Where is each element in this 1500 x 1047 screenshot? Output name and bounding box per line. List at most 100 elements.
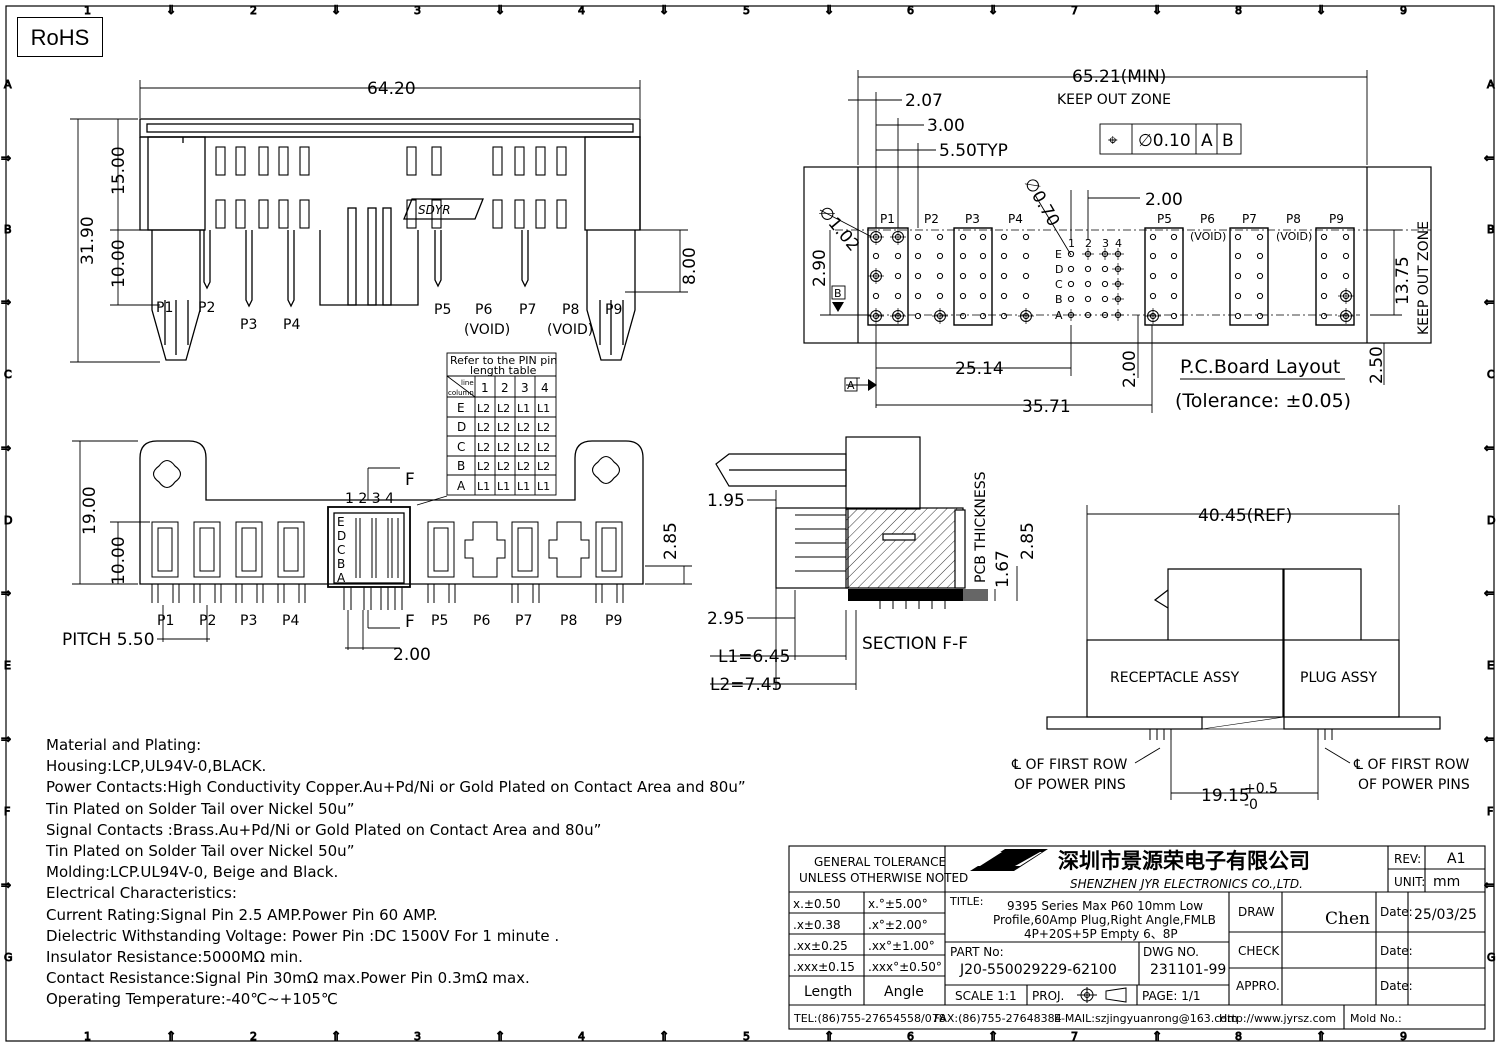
frame-col-top-7: 7: [1071, 4, 1078, 17]
frame-arrow-left: ⇒: [1, 295, 11, 309]
frame-arrow-right: ⇐: [1484, 151, 1494, 165]
section-mark-top: F: [405, 470, 415, 490]
frame-col-top-9: 9: [1400, 4, 1407, 17]
pcb-power-hole: [1342, 252, 1350, 260]
front-label-p6-void: (VOID): [464, 322, 510, 338]
pcb-power-hole: [1320, 272, 1328, 280]
mating-ref-dim: 40.45(REF): [1198, 506, 1292, 526]
datum-a-label: A: [847, 379, 855, 392]
frame-col-bottom-4: 4: [578, 1030, 585, 1043]
section-dim-1-67: 1.67: [993, 550, 1013, 588]
position-tolerance-datum-b: B: [1222, 131, 1234, 151]
pcb-keep-out-vertical: KEEP OUT ZONE: [1416, 221, 1432, 335]
section-mark-bottom: F: [405, 612, 415, 632]
frame-arrow-top: ⇓: [166, 3, 176, 17]
pcb-power-hole: [979, 252, 987, 260]
frame-arrow-top: ⇓: [1152, 3, 1162, 17]
bottom-label-p7: P7: [515, 613, 532, 629]
note-line: Tin Plated on Solder Tail over Nickel 50…: [46, 842, 355, 860]
pcb-signal-col-4: 4: [1115, 237, 1122, 250]
signal-pitch-dim: 2.00: [393, 645, 431, 665]
pcb-signal-row-E: E: [1055, 248, 1062, 261]
pcb-signal-hole: [1067, 250, 1075, 258]
pcb-dim-2-00: 2.00: [1145, 190, 1183, 210]
pcb-power-hole: [1170, 292, 1178, 300]
note-line: Electrical Characteristics:: [46, 884, 237, 903]
pcb-signal-hole: [1067, 265, 1075, 273]
pcb-label-p6-void: (VOID): [1190, 230, 1226, 243]
pcb-power-hole: [1234, 312, 1242, 320]
pcb-power-hole: [1149, 252, 1157, 260]
pcb-signal-col-2: 2: [1085, 237, 1092, 250]
pcb-power-hole: [1022, 292, 1030, 300]
pcb-power-hole: [979, 233, 987, 241]
pcb-holes: [868, 229, 1354, 324]
front-label-p7: P7: [519, 302, 536, 318]
appro-label: APPRO.: [1236, 979, 1280, 993]
frame-arrow-bottom: ⇑: [166, 1029, 176, 1043]
front-pin-dim: 10.00: [109, 239, 129, 288]
pcb-label-p1: P1: [880, 212, 895, 226]
pcb-power-hole: [1000, 312, 1008, 320]
note-line: Current Rating:Signal Pin 2.5 AMP.Power …: [46, 905, 438, 924]
frame-arrow-top: ⇓: [659, 3, 669, 17]
frame-col-bottom-7: 7: [1071, 1030, 1078, 1043]
section-dim-2-85: 2.85: [1018, 522, 1038, 560]
bottom-signal-row-B: B: [337, 557, 345, 571]
pcb-power-hole: [894, 292, 902, 300]
section-dim-1-95: 1.95: [707, 491, 745, 511]
tol-linear: .xxx±0.15: [793, 960, 855, 974]
bottom-view: [139, 440, 644, 610]
frame-arrow-left: ⇒: [1, 732, 11, 746]
frame-arrow-top: ⇓: [1316, 3, 1326, 17]
pin-table-cell: L1: [477, 480, 490, 493]
pcb-signal-row-D: D: [1055, 263, 1063, 276]
frame-col-top-8: 8: [1235, 4, 1242, 17]
title-line-2: Profile,60Amp Plug,Right Angle,FMLB: [993, 913, 1216, 927]
rev-label: REV:: [1394, 852, 1421, 866]
pin-table-col-4: 4: [541, 381, 549, 395]
pin-table-cell: L2: [537, 421, 550, 434]
draw-label: DRAW: [1238, 905, 1275, 919]
pin-table-cell: L2: [497, 421, 510, 434]
date-label-3: Date:: [1380, 979, 1413, 993]
pin-table-corner-line: line: [461, 379, 474, 387]
pcb-power-hole: [1256, 233, 1264, 241]
general-tolerance-1: GENERAL TOLERANCE: [814, 855, 946, 869]
pin-table-row-C: C: [457, 440, 465, 454]
front-label-p8: P8: [562, 302, 579, 318]
note-line: Contact Resistance:Signal Pin 30mΩ max.P…: [46, 969, 530, 988]
pcb-signal-hole: [1101, 280, 1109, 288]
bottom-label-p9: P9: [605, 613, 622, 629]
frame-arrow-bottom: ⇑: [659, 1029, 669, 1043]
section-dim-2-95: 2.95: [707, 609, 745, 629]
pin-table-cell: L1: [517, 480, 530, 493]
bottom-label-p4: P4: [282, 613, 299, 629]
pcb-power-hole: [979, 292, 987, 300]
pcb-power-hole: [914, 252, 922, 260]
pcb-power-hole: [1022, 272, 1030, 280]
mold-no-label: Mold No.:: [1350, 1012, 1402, 1025]
frame-row-right-B: B: [1487, 223, 1495, 236]
bottom-height-dim: 19.00: [80, 486, 100, 535]
pcb-layout-tolerance: (Tolerance: ±0.05): [1175, 390, 1351, 412]
pcb-power-hole: [979, 272, 987, 280]
note-line: Dielectric Withstanding Voltage: Power P…: [46, 926, 560, 945]
frame-row-left-F: F: [4, 805, 10, 818]
cl-right-line2: OF POWER PINS: [1358, 777, 1470, 793]
sheet-border: [5, 5, 1495, 1042]
date-label-2: Date:: [1380, 944, 1413, 958]
pin-table-cell: L2: [477, 402, 490, 415]
frame-arrow-left: ⇒: [1, 151, 11, 165]
unit-label: UNIT:: [1394, 875, 1425, 889]
frame-col-bottom-5: 5: [743, 1030, 750, 1043]
pcb-power-hole: [1342, 233, 1350, 241]
bottom-signal-row-A: A: [337, 571, 346, 585]
pcb-power-hole: [1022, 233, 1030, 241]
bottom-signal-cols: 1 2 3 4: [345, 491, 394, 507]
pcb-power-hole: [1234, 272, 1242, 280]
pcb-power-hole: [1170, 272, 1178, 280]
pin-table-cell: L2: [497, 460, 510, 473]
